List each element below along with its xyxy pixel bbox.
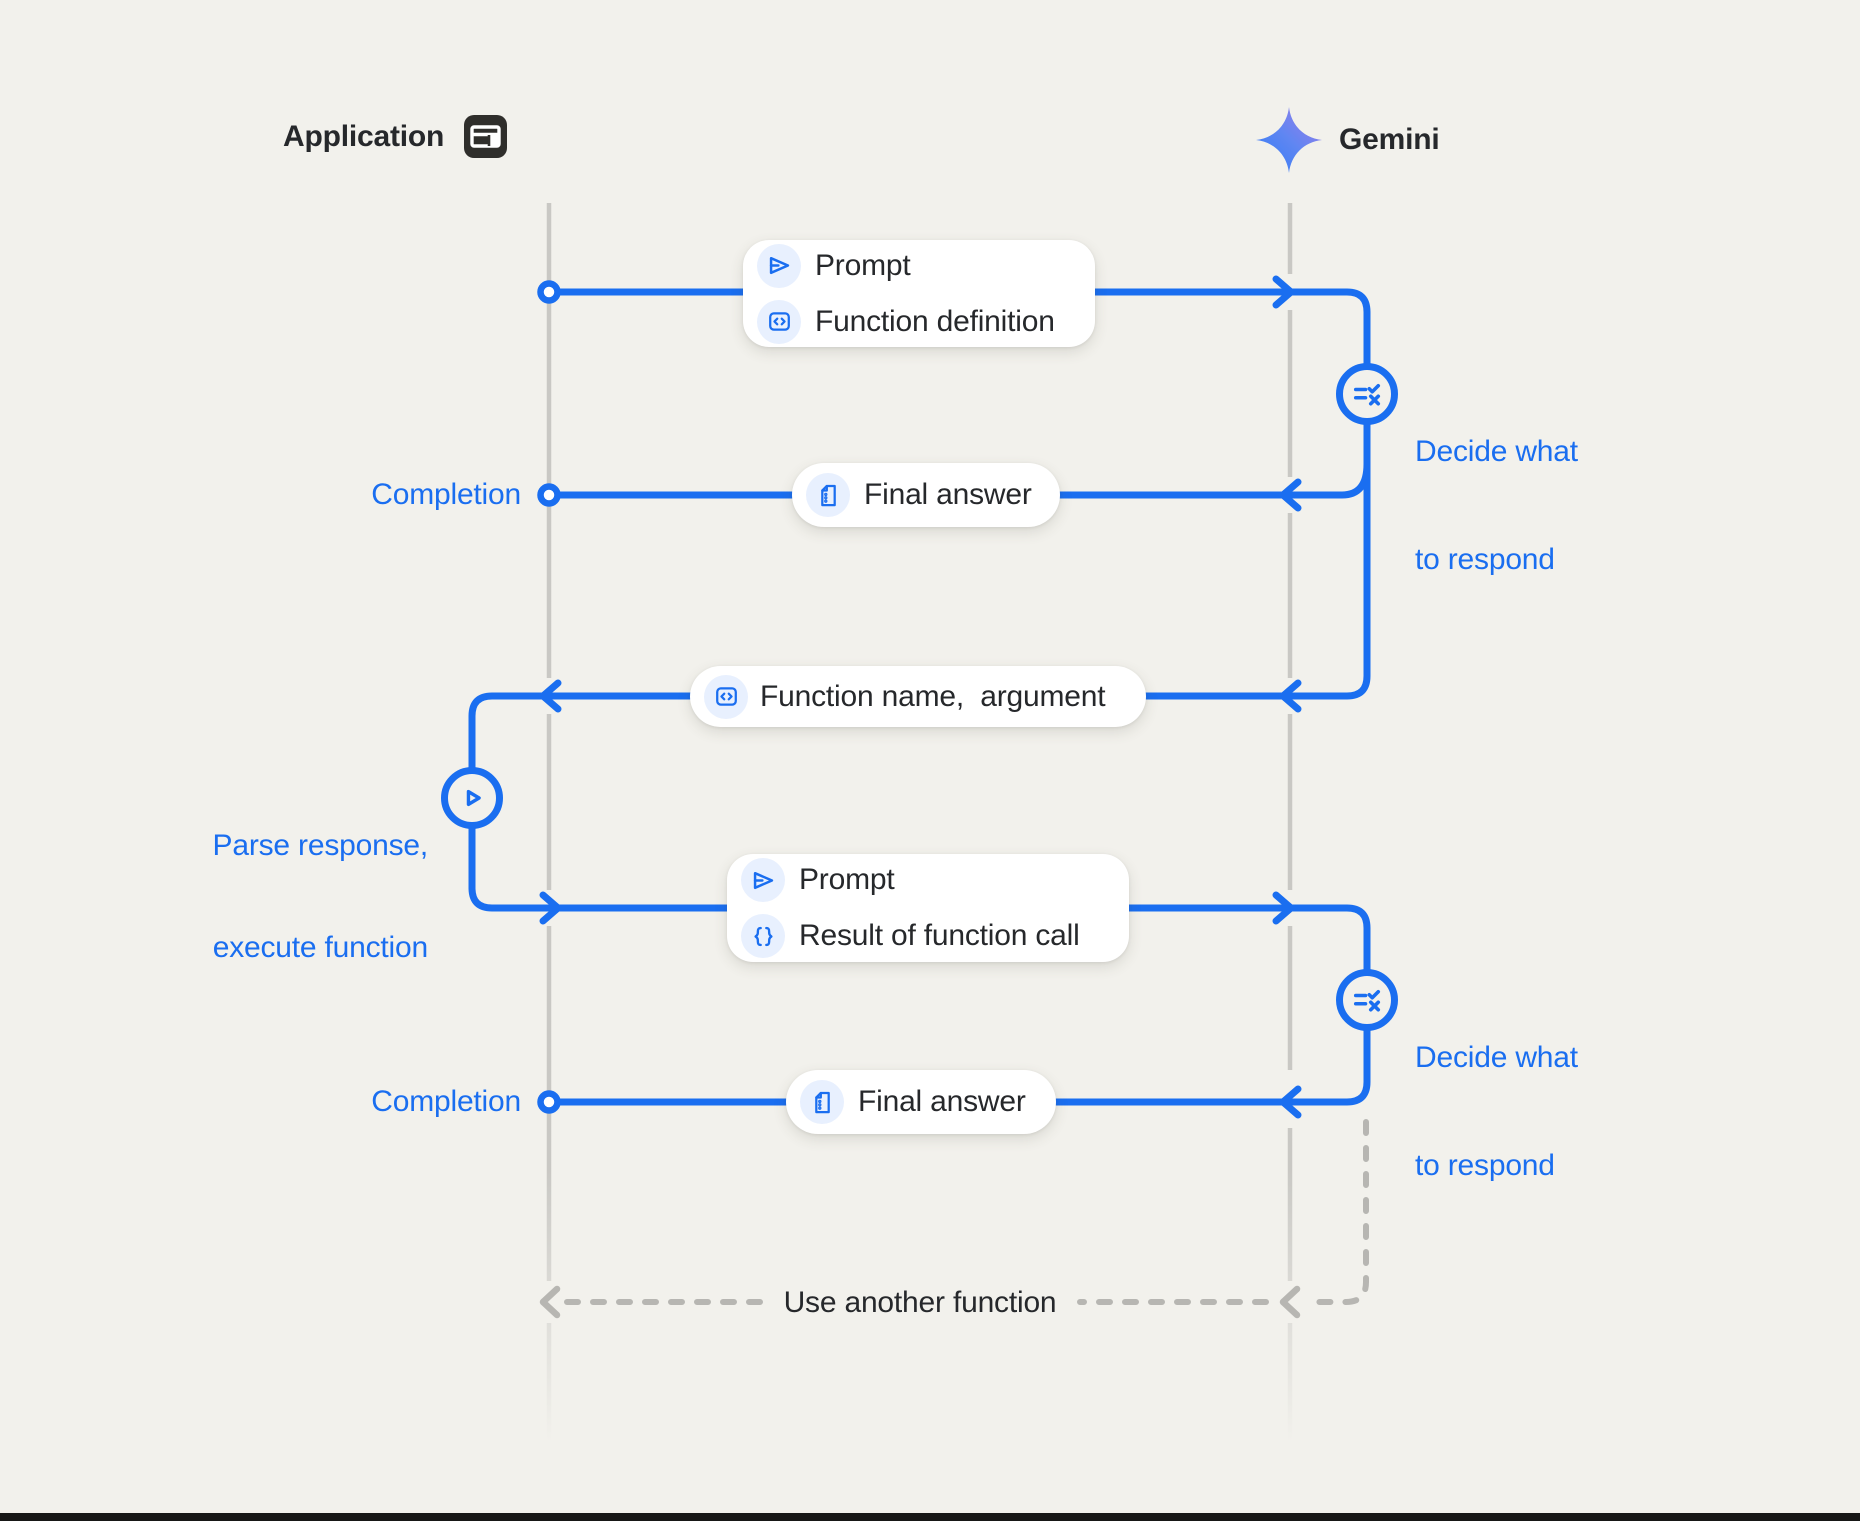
decide-node-1 (1336, 363, 1398, 425)
arrowhead-left-gemini-row5 (1279, 1085, 1302, 1119)
play-icon (455, 781, 489, 815)
code-box-icon (704, 674, 748, 719)
path-gemini-vertical-to-function-name (549, 418, 1371, 700)
annotation-line: to respond (1415, 1149, 1555, 1182)
code-box-icon (757, 299, 801, 344)
arrowhead-right-application-row4 (539, 891, 562, 925)
message-row: Final answer (800, 1080, 1036, 1124)
decide-annotation-1: Decide what to respond (1415, 362, 1578, 650)
parse-node (441, 767, 503, 829)
message-row: Function definition (757, 299, 1075, 344)
path-final-answer-2 (556, 1024, 1371, 1106)
message-box-function-name-argument: Function name, argument (690, 666, 1146, 727)
path-branch-final-answer-1 (556, 460, 1371, 499)
message-label: Function definition (815, 304, 1055, 338)
bottom-edge-bar (0, 1513, 1860, 1521)
annotation-line: Decide what (1415, 435, 1578, 468)
arrowhead-left-gemini-row3 (1279, 679, 1302, 713)
message-label: Function name, argument (760, 679, 1106, 713)
message-label: Result of function call (799, 919, 1080, 952)
message-box-final-answer-2: Final answer (786, 1070, 1056, 1134)
lifeline-gap-halos (539, 274, 1300, 1323)
message-row: Function name, argument (704, 674, 1126, 719)
message-label: Prompt (815, 248, 911, 282)
send-icon (741, 858, 785, 902)
decide-node-2 (1336, 969, 1398, 1031)
arrowhead-left-application-row3 (539, 679, 562, 713)
arrowhead-left-application-dashed (539, 1285, 561, 1319)
annotation-line: to respond (1415, 543, 1555, 576)
endpoint-circle-completion-1 (537, 483, 561, 507)
document-icon (800, 1080, 844, 1124)
gemini-sparkle-icon (1256, 107, 1322, 173)
arrowhead-right-gemini-row1 (1272, 275, 1295, 309)
arrowhead-left-gemini-row2 (1279, 478, 1302, 512)
annotation-line: Decide what (1415, 1041, 1578, 1074)
application-header: Application (283, 114, 508, 159)
use-another-function-dashed-path (561, 1119, 1369, 1305)
dashed-arrowheads (539, 1285, 1301, 1319)
checklist-decision-icon (1349, 982, 1385, 1018)
path-prompt-to-gemini (556, 288, 1371, 371)
arrowhead-right-gemini-row4 (1272, 891, 1295, 925)
completion-label-2: Completion (371, 1085, 521, 1118)
message-box-final-answer-1: Final answer (792, 463, 1060, 527)
blue-flow-paths (468, 288, 1371, 1106)
application-label: Application (283, 119, 445, 153)
annotation-line: Parse response, (212, 829, 429, 862)
message-label: Prompt (799, 863, 895, 896)
arrowhead-left-gemini-dashed (1279, 1285, 1301, 1319)
message-label: Final answer (858, 1085, 1026, 1118)
decide-annotation-2: Decide what to respond (1415, 968, 1578, 1256)
endpoint-circle-row1 (537, 280, 561, 304)
gemini-label: Gemini (1339, 123, 1440, 156)
message-row: Result of function call (741, 914, 1109, 958)
message-label: Final answer (864, 478, 1032, 511)
message-row: Final answer (806, 473, 1040, 517)
message-row: Prompt (757, 243, 1075, 288)
path-loop-to-parse-circle (468, 692, 557, 774)
gemini-header: Gemini (1256, 107, 1440, 173)
blue-arrowheads (539, 275, 1302, 1119)
message-box-prompt-function-definition: Prompt Function definition (743, 240, 1095, 347)
completion-label-1: Completion (371, 478, 521, 511)
browser-window-icon (463, 114, 508, 159)
checklist-decision-icon (1349, 376, 1385, 412)
use-another-function-label: Use another function (783, 1286, 1057, 1319)
message-row: Prompt (741, 858, 1109, 902)
message-box-prompt-result: Prompt Result of function call (727, 854, 1129, 962)
document-icon (806, 473, 850, 517)
endpoint-circle-completion-2 (537, 1090, 561, 1114)
annotation-line: execute function (212, 931, 428, 964)
parse-annotation: Parse response, execute function (212, 761, 429, 1033)
send-icon (757, 243, 801, 288)
braces-icon (741, 914, 785, 958)
